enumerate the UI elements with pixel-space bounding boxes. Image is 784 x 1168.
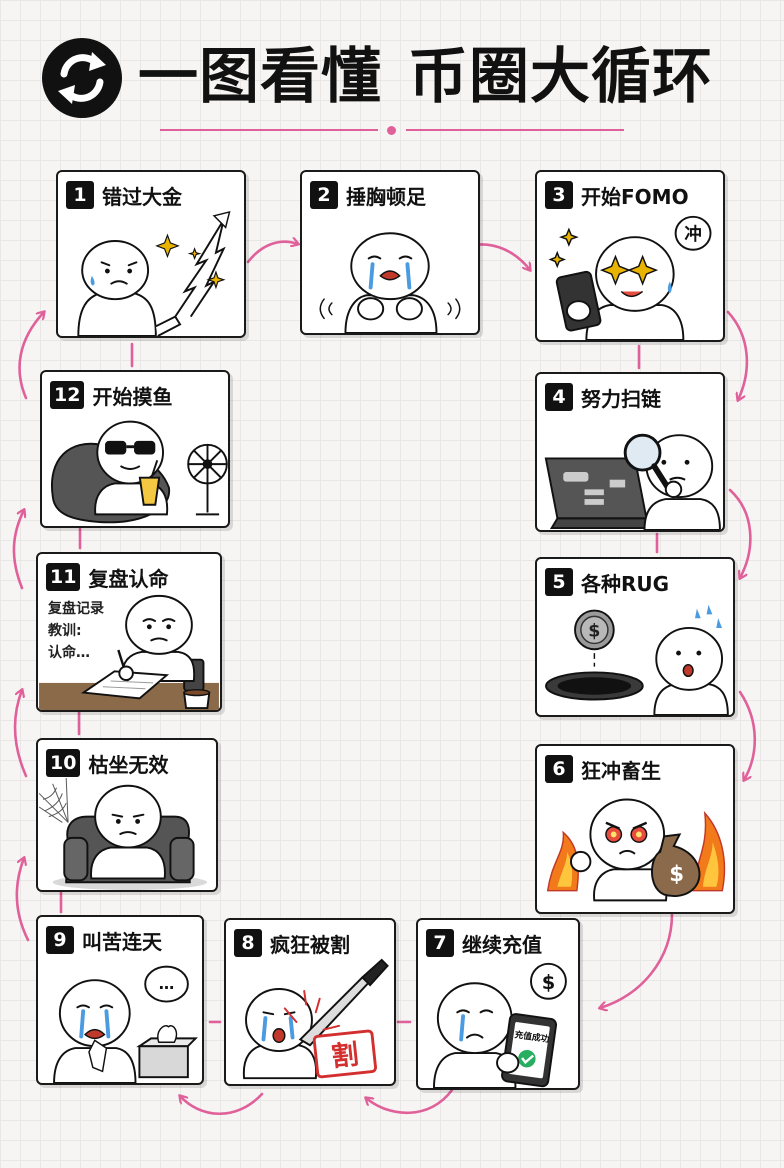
recharge-phone-illustration: $ 充值成功 [418,958,578,1088]
step-label: 错过大金 [102,184,182,209]
missed-rocket-illustration [58,210,244,336]
step-number: 10 [46,749,81,777]
step-card-7: 7 继续充值 $ 充值成功 [416,918,580,1090]
svg-text:$: $ [669,862,684,887]
step-number: 4 [545,383,573,411]
step-label: 疯狂被割 [270,932,350,957]
step-number: 8 [234,929,262,957]
step-card-2: 2 捶胸顿足 [300,170,480,335]
step-label: 继续充值 [462,932,542,957]
step-label: 枯坐无效 [88,752,169,777]
step-card-12: 12 开始摸鱼 [40,370,230,528]
step-card-9: 9 叫苦连天 … [36,915,204,1085]
step-label: 叫苦连天 [82,929,162,954]
step-card-5: 5 各种RUG $ [535,557,735,717]
step-card-10: 10 枯坐无效 [36,738,218,892]
step-number: 9 [46,926,74,954]
fomo-phone-illustration: 冲 [537,210,723,340]
step-card-4: 4 努力扫链 [535,372,725,532]
step-label: 捶胸顿足 [346,184,426,209]
slacking-beanbag-illustration [42,410,228,526]
svg-text:$: $ [588,622,600,642]
step-number: 12 [50,381,85,409]
page-title: 一图看懂币圈大循环 [138,42,713,112]
sitting-idle-armchair-illustration [38,778,216,890]
refresh-cycle-icon [42,38,122,118]
step-card-1: 1 错过大金 [56,170,246,338]
step-number: 3 [545,181,573,209]
step-card-8: 8 疯狂被割 割 [224,918,396,1086]
review-note-line: 复盘记录 [48,601,104,617]
complaining-tissue-illustration: … [38,955,202,1083]
step-label: 开始FOMO [581,184,689,209]
step-label: 努力扫链 [581,386,661,411]
step-number: 6 [545,755,573,783]
step-label: 复盘认命 [88,566,169,591]
being-cut-knife-illustration: 割 [226,958,394,1084]
step-number: 11 [46,563,81,591]
speech-bubble-text: 冲 [684,224,701,245]
review-notes: 复盘记录 教训: 认命… [48,598,104,664]
scanning-chain-illustration [537,412,723,530]
step-number: 1 [66,181,94,209]
title-part-1: 一图看懂 [138,42,382,112]
review-note-line: 教训: [48,623,82,639]
step-label: 狂冲畜生 [581,758,661,783]
review-notebook-illustration [38,592,220,710]
title-part-2: 币圈大循环 [408,42,713,112]
review-note-line: 认命… [48,645,90,661]
step-card-6: 6 狂冲畜生 $ [535,744,735,914]
cut-stamp-text: 割 [330,1038,360,1073]
title-divider [160,126,624,135]
step-card-3: 3 开始FOMO 冲 [535,170,725,342]
step-label: 开始摸鱼 [92,384,173,409]
speech-bubble-text: … [159,975,175,993]
page-header: 一图看懂币圈大循环 [0,28,784,128]
step-label: 各种RUG [581,571,670,596]
step-number: 7 [426,929,454,957]
step-card-11: 11 复盘认命 复盘记录 教训: 认命… [36,552,222,712]
crying-chest-beating-illustration [302,210,478,333]
svg-text:$: $ [542,971,556,994]
charging-with-money-bag-illustration: $ [537,784,733,912]
step-number: 2 [310,181,338,209]
step-number: 5 [545,568,573,596]
rug-pull-hole-illustration: $ [537,597,733,715]
